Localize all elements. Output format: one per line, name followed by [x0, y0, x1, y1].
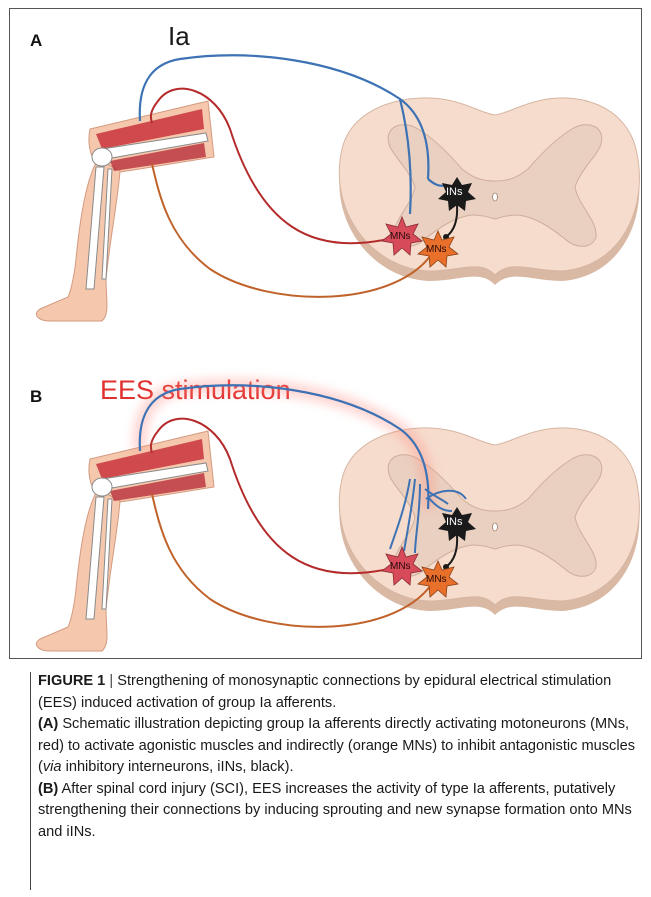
caption-rule: [30, 672, 31, 890]
caption-b-text: After spinal cord injury (SCI), EES incr…: [38, 781, 632, 840]
panel-b-illustration: [10, 339, 641, 659]
caption-figure-label: FIGURE 1: [38, 673, 105, 689]
caption-a-text-2: inhibitory interneurons, iINs, black).: [62, 759, 294, 775]
caption-panel-a: (A) Schematic illustration depicting gro…: [38, 714, 638, 779]
panel-a-in-label: INs: [446, 186, 463, 198]
caption-title: Strengthening of monosynaptic connection…: [38, 673, 611, 711]
figure-caption: FIGURE 1 | Strengthening of monosynaptic…: [38, 671, 638, 843]
panel-b-in-label: INs: [446, 516, 463, 528]
knee-joint: [92, 148, 112, 166]
panel-a-mn-label-2: MNs: [426, 244, 447, 255]
central-canal: [493, 193, 498, 201]
knee-joint: [92, 478, 112, 496]
caption-b-tag: (B): [38, 781, 58, 797]
caption-panel-b: (B) After spinal cord injury (SCI), EES …: [38, 779, 638, 844]
panel-a-illustration: [10, 9, 641, 339]
leg-illustration: [36, 431, 214, 651]
caption-title-paragraph: FIGURE 1 | Strengthening of monosynaptic…: [38, 671, 638, 714]
caption-a-em: via: [43, 759, 62, 775]
central-canal: [493, 523, 498, 531]
caption-a-tag: (A): [38, 716, 58, 732]
leg-illustration: [36, 101, 214, 321]
panel-b: B EES stimulation: [10, 339, 641, 659]
panel-b-mn-label-2: MNs: [426, 574, 447, 585]
panel-b-mn-label-1: MNs: [390, 561, 411, 572]
panel-a: A Ia: [10, 9, 641, 339]
panel-a-mn-label-1: MNs: [390, 231, 411, 242]
figure-frame: A Ia: [9, 8, 642, 659]
